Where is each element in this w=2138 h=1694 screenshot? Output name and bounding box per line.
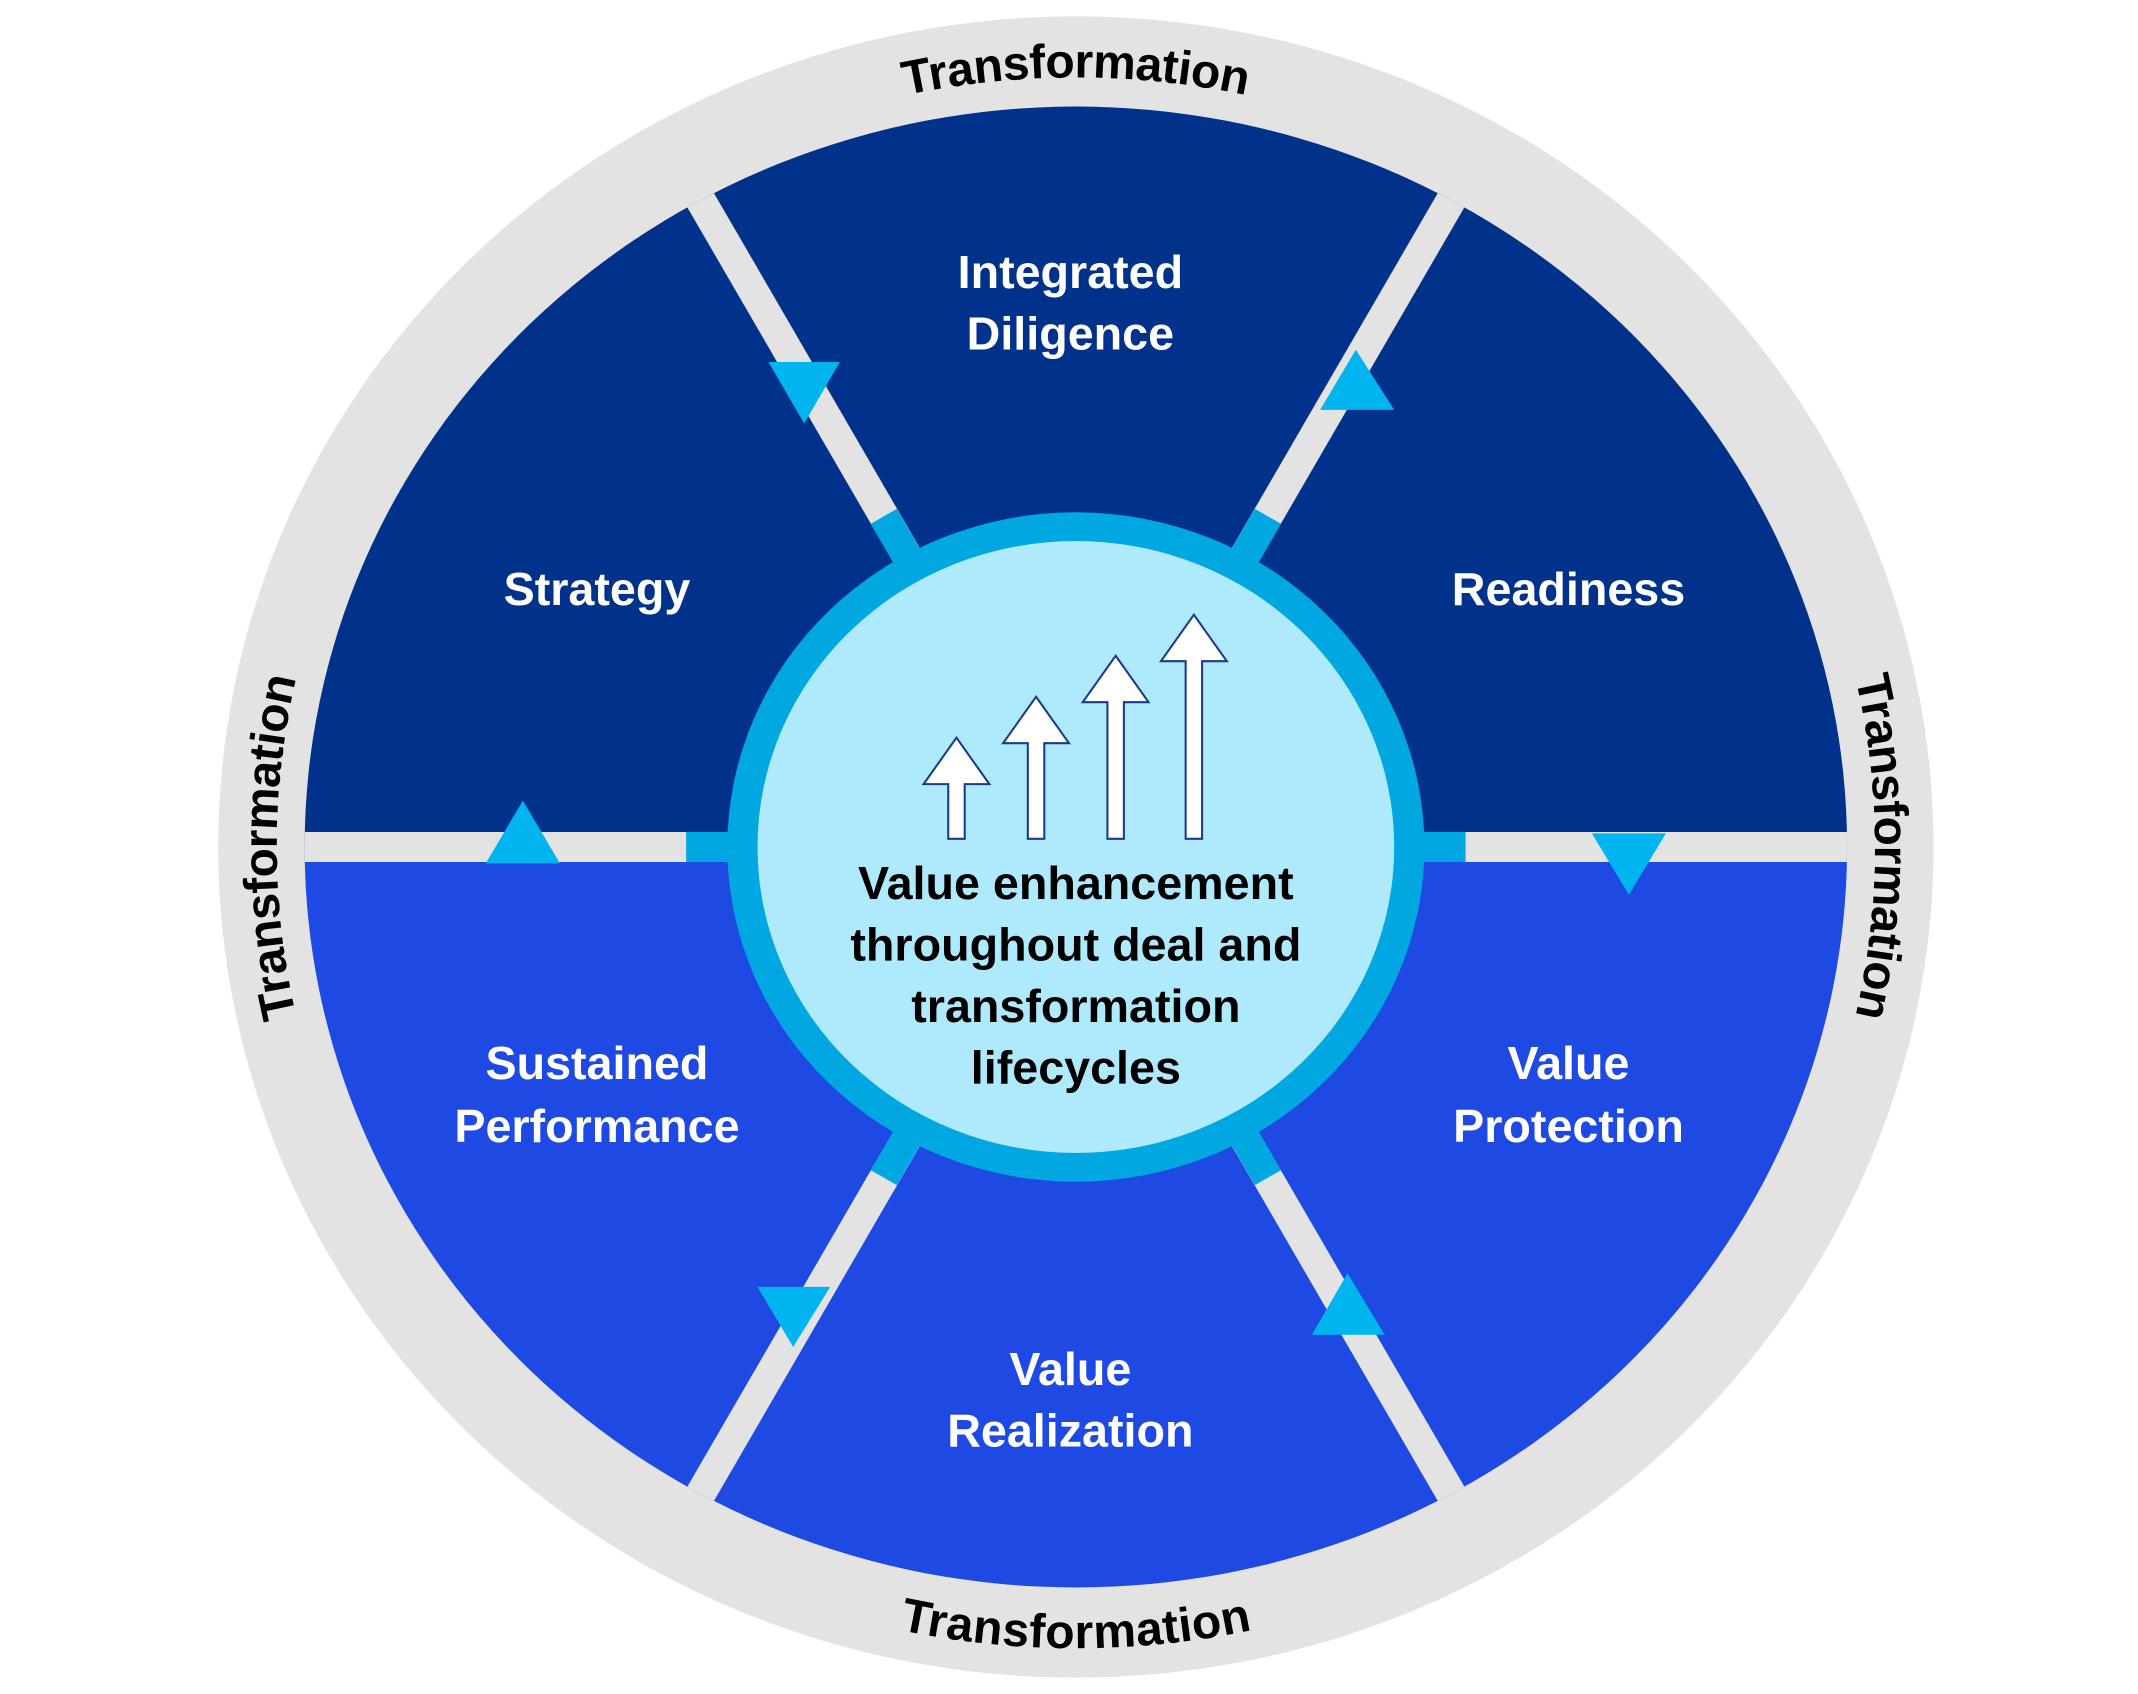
segment-value-protection: Value: [1508, 1037, 1630, 1089]
cycle-arrow-marker: [757, 1286, 831, 1348]
cycle-arrow-marker: [485, 800, 560, 864]
segment-strategy: Strategy: [504, 563, 691, 615]
center-text-line: transformation: [911, 980, 1240, 1032]
segment-sustained-performance: Performance: [454, 1100, 739, 1152]
segment-value-realization: Realization: [947, 1405, 1193, 1457]
center-text-line: throughout deal and: [850, 918, 1301, 970]
segment-sustained-performance: Sustained: [485, 1037, 708, 1089]
cycle-arrow-marker: [1591, 833, 1666, 895]
rising-arrows-icon: [921, 612, 1229, 840]
center-text-line: Value enhancement: [858, 857, 1294, 909]
center-circle: [757, 540, 1395, 1154]
segment-readiness: Readiness: [1452, 563, 1685, 615]
cycle-arrow-marker: [1311, 1273, 1385, 1335]
segment-integrated-diligence: Diligence: [967, 308, 1174, 360]
cycle-arrow-marker: [768, 362, 840, 424]
cycle-arrow-marker: [1320, 349, 1395, 410]
segment-integrated-diligence: Integrated: [958, 246, 1184, 298]
center-text-line: lifecycles: [971, 1041, 1181, 1093]
segment-value-protection: Protection: [1453, 1100, 1684, 1152]
segment-value-realization: Value: [1009, 1343, 1131, 1395]
